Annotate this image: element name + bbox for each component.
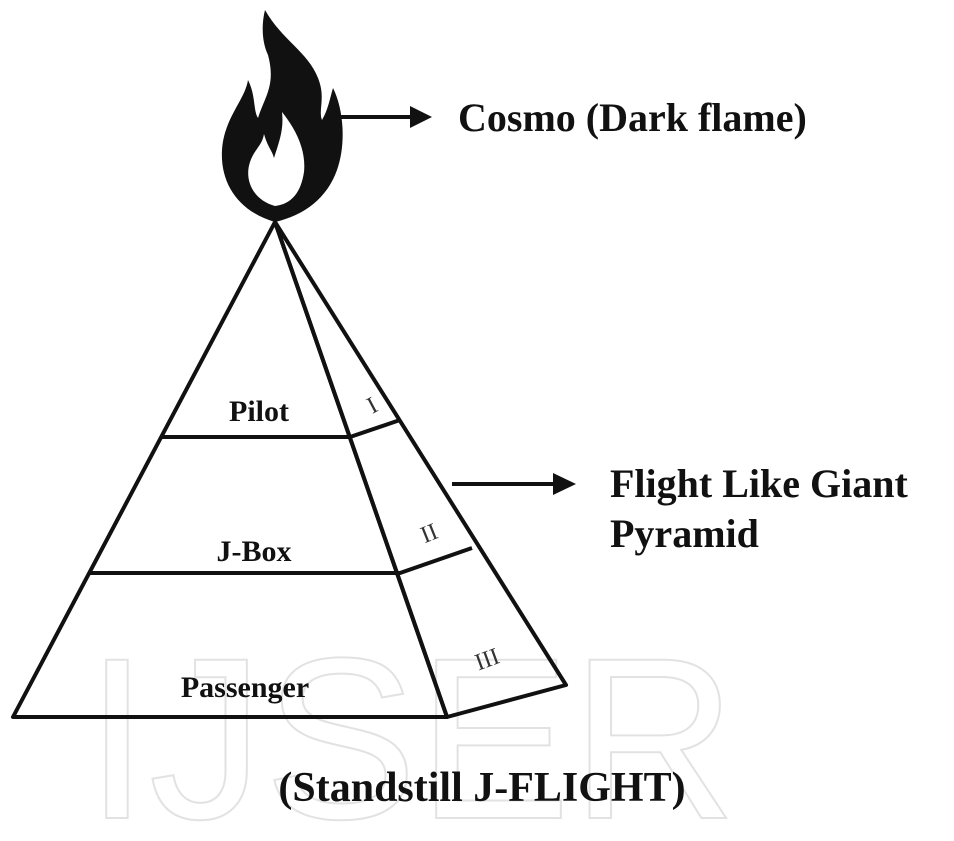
pyramid-side-face xyxy=(273,220,568,719)
dark-flame-icon xyxy=(221,10,343,222)
level-label-passenger: Passenger xyxy=(181,671,309,704)
pyramid-body xyxy=(11,220,568,719)
side-numeral-two: II xyxy=(417,519,442,549)
level-label-jbox: J-Box xyxy=(217,535,292,568)
pyramid-arrow-head xyxy=(553,473,576,495)
watermark-text: IJSER xyxy=(85,610,737,836)
level-divider-lower xyxy=(89,546,473,575)
diagram-caption: (Standstill J-FLIGHT) xyxy=(278,765,685,811)
pyramid-label-line2: Pyramid xyxy=(610,511,759,556)
flame-label: Cosmo (Dark flame) xyxy=(458,95,807,140)
level-label-pilot: Pilot xyxy=(229,395,289,428)
pyramid-label-line1: Flight Like Giant xyxy=(610,461,908,506)
side-numeral-one: I xyxy=(363,393,382,420)
flame-arrow-head xyxy=(410,106,432,128)
level-divider-upper xyxy=(161,418,401,439)
